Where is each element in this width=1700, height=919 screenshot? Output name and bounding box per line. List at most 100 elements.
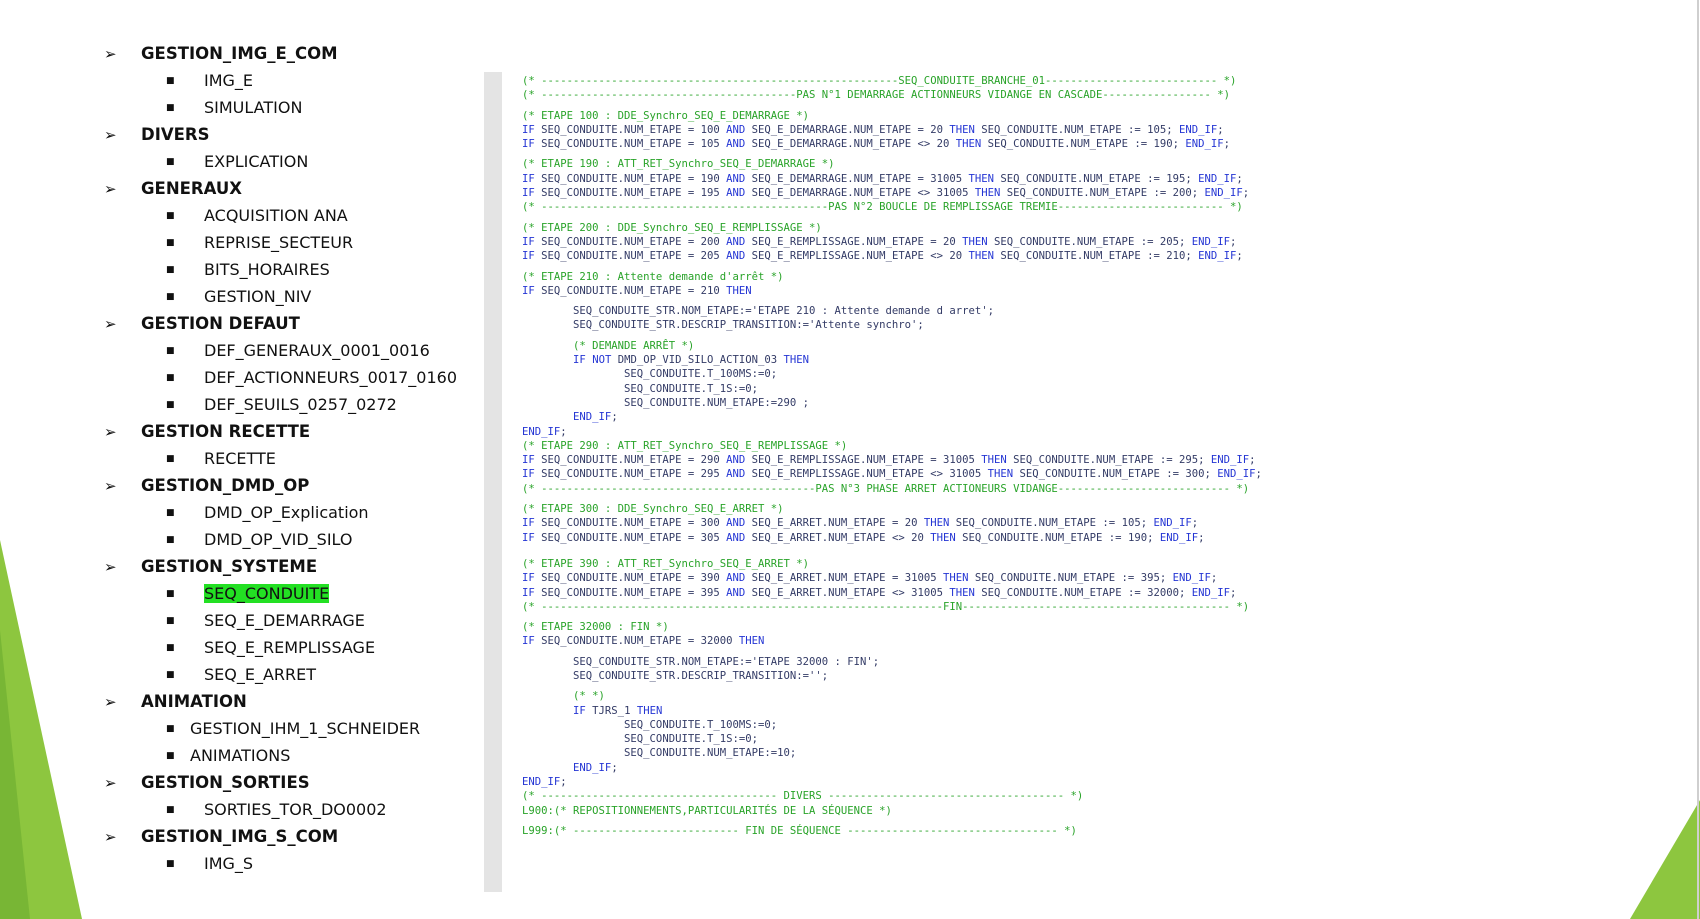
code-line: SEQ_CONDUITE.T_100MS:=0; [522,368,778,381]
outline-item-label: DEF_SEUILS_0257_0272 [204,395,397,414]
code-line: IF SEQ_CONDUITE.NUM_ETAPE = 205 AND SEQ_… [522,250,1243,263]
code-line: IF SEQ_CONDUITE.NUM_ETAPE = 105 AND SEQ_… [522,138,1231,151]
code-line: SEQ_CONDUITE.NUM_ETAPE:=10; [522,747,797,760]
outline-item-bits-horaires[interactable]: ■ BITS_HORAIRES [100,256,480,283]
code-line: IF SEQ_CONDUITE.NUM_ETAPE = 390 AND SEQ_… [522,572,1218,585]
square-bullet-icon: ■ [166,615,175,626]
square-bullet-icon: ■ [166,237,175,248]
square-bullet-icon: ■ [166,345,175,356]
code-listing: (* -------------------------------------… [522,74,1384,838]
outline-item-def-generaux-0001-0016[interactable]: ■DEF_GENERAUX_0001_0016 [100,337,480,364]
arrow-bullet-icon: ➢ [104,422,117,441]
arrow-bullet-icon: ➢ [104,557,117,576]
outline-item-img-s[interactable]: ■ IMG_S [100,850,480,877]
square-bullet-icon: ■ [166,210,175,221]
code-line: IF NOT DMD_OP_VID_SILO_ACTION_03 THEN [573,354,810,367]
outline-item-seq-e-remplissage[interactable]: ■ SEQ_E_REMPLISSAGE [100,634,480,661]
code-comment-line: (* ETAPE 100 : DDE_Synchro_SEQ_E_DEMARRA… [522,109,810,122]
outline-item-label: RECETTE [204,449,276,468]
section-title: GESTION_DMD_OP [141,476,310,495]
section-gestion-img-e-com[interactable]: ➢ GESTION_IMG_E_COM [100,40,480,67]
code-comment-line: L900:(* REPOSITIONNEMENTS,PARTICULARITÉS… [522,804,892,817]
code-comment-line: (* -------------------------------------… [522,482,1250,495]
square-bullet-icon: ■ [166,453,175,464]
arrow-bullet-icon: ➢ [104,44,117,63]
section-title: GESTION_SYSTEME [141,557,318,576]
outline-item-simulation[interactable]: ■ SIMULATION [100,94,480,121]
code-line: IF SEQ_CONDUITE.NUM_ETAPE = 190 AND SEQ_… [522,172,1243,185]
outline-item-gestion-ihm-1-schneider[interactable]: ■GESTION_IHM_1_SCHNEIDER [100,715,480,742]
outline-item-label: DMD_OP_VID_SILO [204,530,353,549]
right-green-accent [1630,800,1700,919]
section-title: GESTION_SORTIES [141,773,310,792]
code-comment-line: (* ETAPE 210 : Attente demande d'arrêt *… [522,270,784,283]
outline-item-label: IMG_E [204,71,254,90]
square-bullet-icon: ■ [166,507,175,518]
square-bullet-icon: ■ [166,291,175,302]
code-line: SEQ_CONDUITE.T_100MS:=0; [522,718,778,731]
section-gestion-dmd-op[interactable]: ➢ GESTION_DMD_OP [100,472,480,499]
outline-item-seq-e-demarrage[interactable]: ■SEQ_E_DEMARRAGE [100,607,480,634]
square-bullet-icon: ■ [166,642,175,653]
outline-item-gestion-niv[interactable]: ■ GESTION_NIV [100,283,480,310]
outline-item-label: DEF_ACTIONNEURS_0017_0160 [204,368,458,387]
code-line: SEQ_CONDUITE.T_1S:=0; [522,733,758,746]
outline-item-seq-e-arret[interactable]: ■SEQ_E_ARRET [100,661,480,688]
code-comment-line: (* -------------------------------------… [522,600,1250,613]
outline-item-def-seuils-0257-0272[interactable]: ■DEF_SEUILS_0257_0272 [100,391,480,418]
section-title: ANIMATION [141,692,247,711]
outline-item-label: EXPLICATION [204,152,309,171]
code-comment-line: (* ETAPE 200 : DDE_Synchro_SEQ_E_REMPLIS… [522,221,822,234]
outline-item-label: IMG_S [204,854,254,873]
section-gestion-img-s-com[interactable]: ➢GESTION_IMG_S_COM [100,823,480,850]
code-line: IF SEQ_CONDUITE.NUM_ETAPE = 210 THEN [522,284,752,297]
arrow-bullet-icon: ➢ [104,692,117,711]
outline-item-explication[interactable]: ■EXPLICATION [100,148,480,175]
square-bullet-icon: ■ [166,102,175,113]
outline-item-reprise-secteur[interactable]: ■REPRISE_SECTEUR [100,229,480,256]
outline-item-label: SEQ_E_REMPLISSAGE [204,638,376,657]
code-comment-line: (* -------------------------------------… [522,75,1237,87]
code-line: IF SEQ_CONDUITE.NUM_ETAPE = 290 AND SEQ_… [522,454,1256,467]
arrow-bullet-icon: ➢ [104,476,117,495]
code-comment-line: (* ETAPE 390 : ATT_RET_Synchro_SEQ_E_ARR… [522,557,810,570]
outline-item-img-e[interactable]: ■ IMG_E [100,67,480,94]
outline-item-label: GESTION_NIV [204,287,312,306]
outline-item-dmd-op-explication[interactable]: ■ DMD_OP_Explication [100,499,480,526]
outline-item-def-actionneurs-0017-0160[interactable]: ■DEF_ACTIONNEURS_0017_0160 [100,364,480,391]
right-edge-line [1695,0,1700,919]
square-bullet-icon: ■ [166,588,175,599]
outline-item-animations[interactable]: ■ANIMATIONS [100,742,480,769]
section-gestion-defaut[interactable]: ➢GESTION DEFAUT [100,310,480,337]
code-line: SEQ_CONDUITE_STR.DESCRIP_TRANSITION:=''; [522,669,829,682]
code-comment-line: (* ETAPE 32000 : FIN *) [522,621,669,634]
outline-item-label: SIMULATION [204,98,303,117]
code-line: END_IF; [573,411,618,424]
square-bullet-icon: ■ [166,264,175,275]
section-title: GESTION DEFAUT [141,314,300,333]
outline-item-label: DMD_OP_Explication [204,503,369,522]
square-bullet-icon: ■ [166,858,175,869]
code-comment-line: (* ETAPE 290 : ATT_RET_Synchro_SEQ_E_REM… [522,439,848,452]
outline-item-recette[interactable]: ■ RECETTE [100,445,480,472]
section-gestion-systeme[interactable]: ➢ GESTION_SYSTEME [100,553,480,580]
code-line: IF SEQ_CONDUITE.NUM_ETAPE = 395 AND SEQ_… [522,586,1237,599]
code-line: IF SEQ_CONDUITE.NUM_ETAPE = 100 AND SEQ_… [522,123,1224,136]
outline-item-acquisition-ana[interactable]: ■ACQUISITION ANA [100,202,480,229]
section-gestion-sorties[interactable]: ➢ GESTION_SORTIES [100,769,480,796]
code-line: SEQ_CONDUITE_STR.NOM_ETAPE:='ETAPE 210 :… [522,305,994,318]
outline-item-dmd-op-vid-silo[interactable]: ■DMD_OP_VID_SILO [100,526,480,553]
code-line: SEQ_CONDUITE.T_1S:=0; [522,382,758,395]
section-title: DIVERS [141,125,210,144]
outline-item-sorties-tor-do0002[interactable]: ■SORTIES_TOR_DO0002 [100,796,480,823]
section-title: GESTION_IMG_E_COM [141,44,338,63]
section-animation[interactable]: ➢ ANIMATION [100,688,480,715]
arrow-bullet-icon: ➢ [104,773,117,792]
section-divers[interactable]: ➢DIVERS [100,121,480,148]
square-bullet-icon: ■ [166,723,175,734]
outline-item-seq-conduite[interactable]: ■SEQ_CONDUITE [100,580,480,607]
section-generaux[interactable]: ➢GENERAUX [100,175,480,202]
section-gestion-recette[interactable]: ➢GESTION RECETTE [100,418,480,445]
outline-item-label: BITS_HORAIRES [204,260,330,279]
square-bullet-icon: ■ [166,75,175,86]
